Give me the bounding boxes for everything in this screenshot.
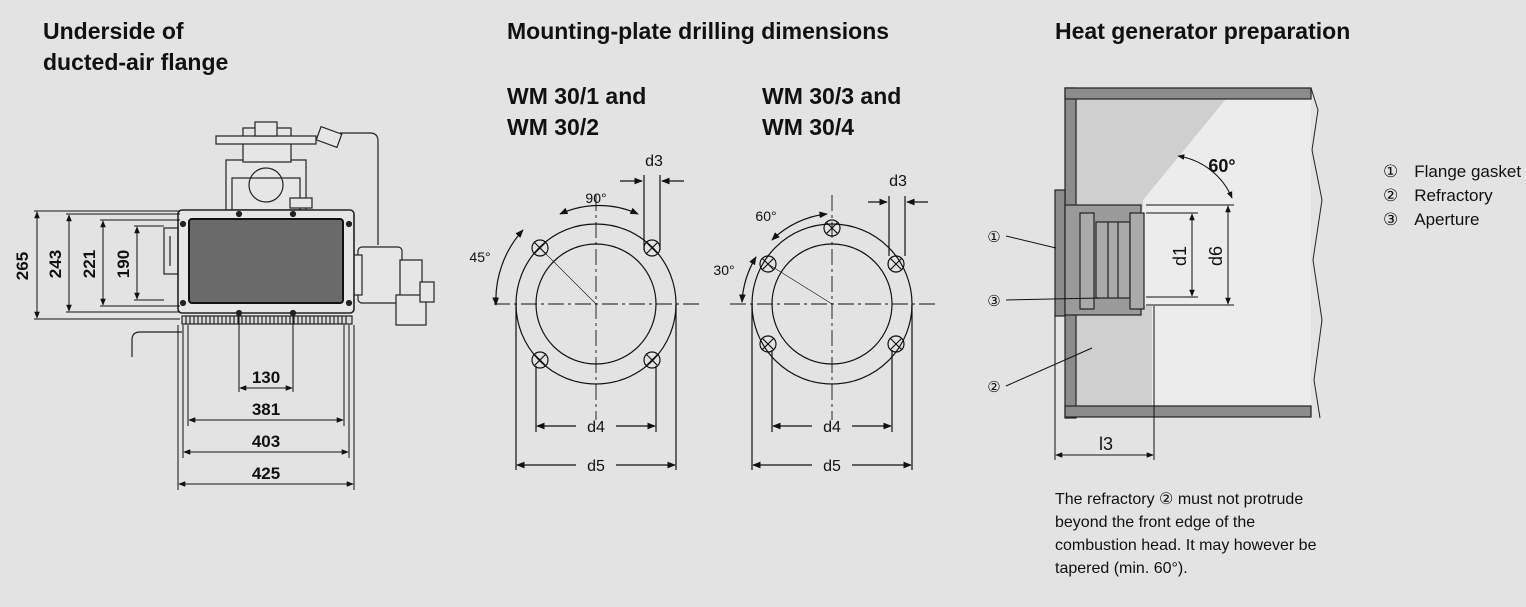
legend-marker: ③ (1383, 210, 1399, 229)
dim-243: 243 (46, 250, 65, 278)
variant-a-title-line1: WM 30/1 and (507, 83, 647, 109)
legend-label: Aperture (1414, 210, 1480, 229)
marker-2: ② (987, 379, 1000, 396)
heat-d1: d1 (1170, 246, 1190, 266)
dim-425: 425 (252, 464, 280, 483)
legend-item: ③ Aperture (1383, 208, 1521, 232)
drilling-pattern-b (730, 195, 936, 470)
legend: ① Flange gasket ② Refractory ③ Aperture (1383, 160, 1521, 232)
drill-a-angle-45: 45° (469, 249, 490, 265)
marker-3: ③ (987, 293, 1000, 310)
drilling-pattern-a (492, 175, 700, 470)
flange-drawing (131, 121, 435, 357)
heat-d6: d6 (1206, 246, 1226, 266)
refractory-note: The refractory ② must not protrude beyon… (1055, 491, 1317, 577)
drill-a-angle-90: 90° (585, 190, 606, 206)
legend-marker: ② (1383, 186, 1399, 205)
flange-dimension-lines (34, 210, 355, 490)
drill-a-d3: d3 (645, 153, 663, 170)
heat-angle-60: 60° (1208, 156, 1235, 176)
drill-b-d3: d3 (889, 173, 907, 190)
legend-item: ① Flange gasket (1383, 160, 1521, 184)
dim-403: 403 (252, 432, 280, 451)
flange-title-line2: ducted-air flange (43, 49, 229, 75)
drill-b-d5: d5 (823, 458, 841, 475)
flange-title-line1: Underside of (43, 18, 184, 44)
heat-l3: l3 (1099, 434, 1113, 454)
legend-item: ② Refractory (1383, 184, 1521, 208)
legend-label: Flange gasket (1414, 162, 1522, 181)
dim-221: 221 (80, 250, 99, 278)
legend-label: Refractory (1414, 186, 1493, 205)
heat-generator-drawing (1054, 87, 1323, 419)
dim-265: 265 (13, 252, 32, 280)
drilling-title: Mounting-plate drilling dimensions (507, 18, 890, 44)
dim-381: 381 (252, 400, 280, 419)
drill-b-d4: d4 (823, 419, 841, 436)
legend-marker: ① (1383, 162, 1399, 181)
variant-a-title-line2: WM 30/2 (507, 114, 600, 140)
drill-b-angle-30: 30° (713, 262, 734, 278)
variant-b-title-line1: WM 30/3 and (762, 83, 902, 109)
drill-a-d4: d4 (587, 419, 605, 436)
drill-a-d5: d5 (587, 458, 605, 475)
heat-generator-dims (1005, 154, 1234, 460)
dim-130: 130 (252, 368, 280, 387)
heat-generator-title: Heat generator preparation (1055, 18, 1351, 44)
drill-b-angle-60: 60° (755, 208, 776, 224)
marker-1: ① (987, 229, 1000, 246)
variant-b-title-line2: WM 30/4 (762, 114, 855, 140)
dim-190: 190 (114, 250, 133, 278)
